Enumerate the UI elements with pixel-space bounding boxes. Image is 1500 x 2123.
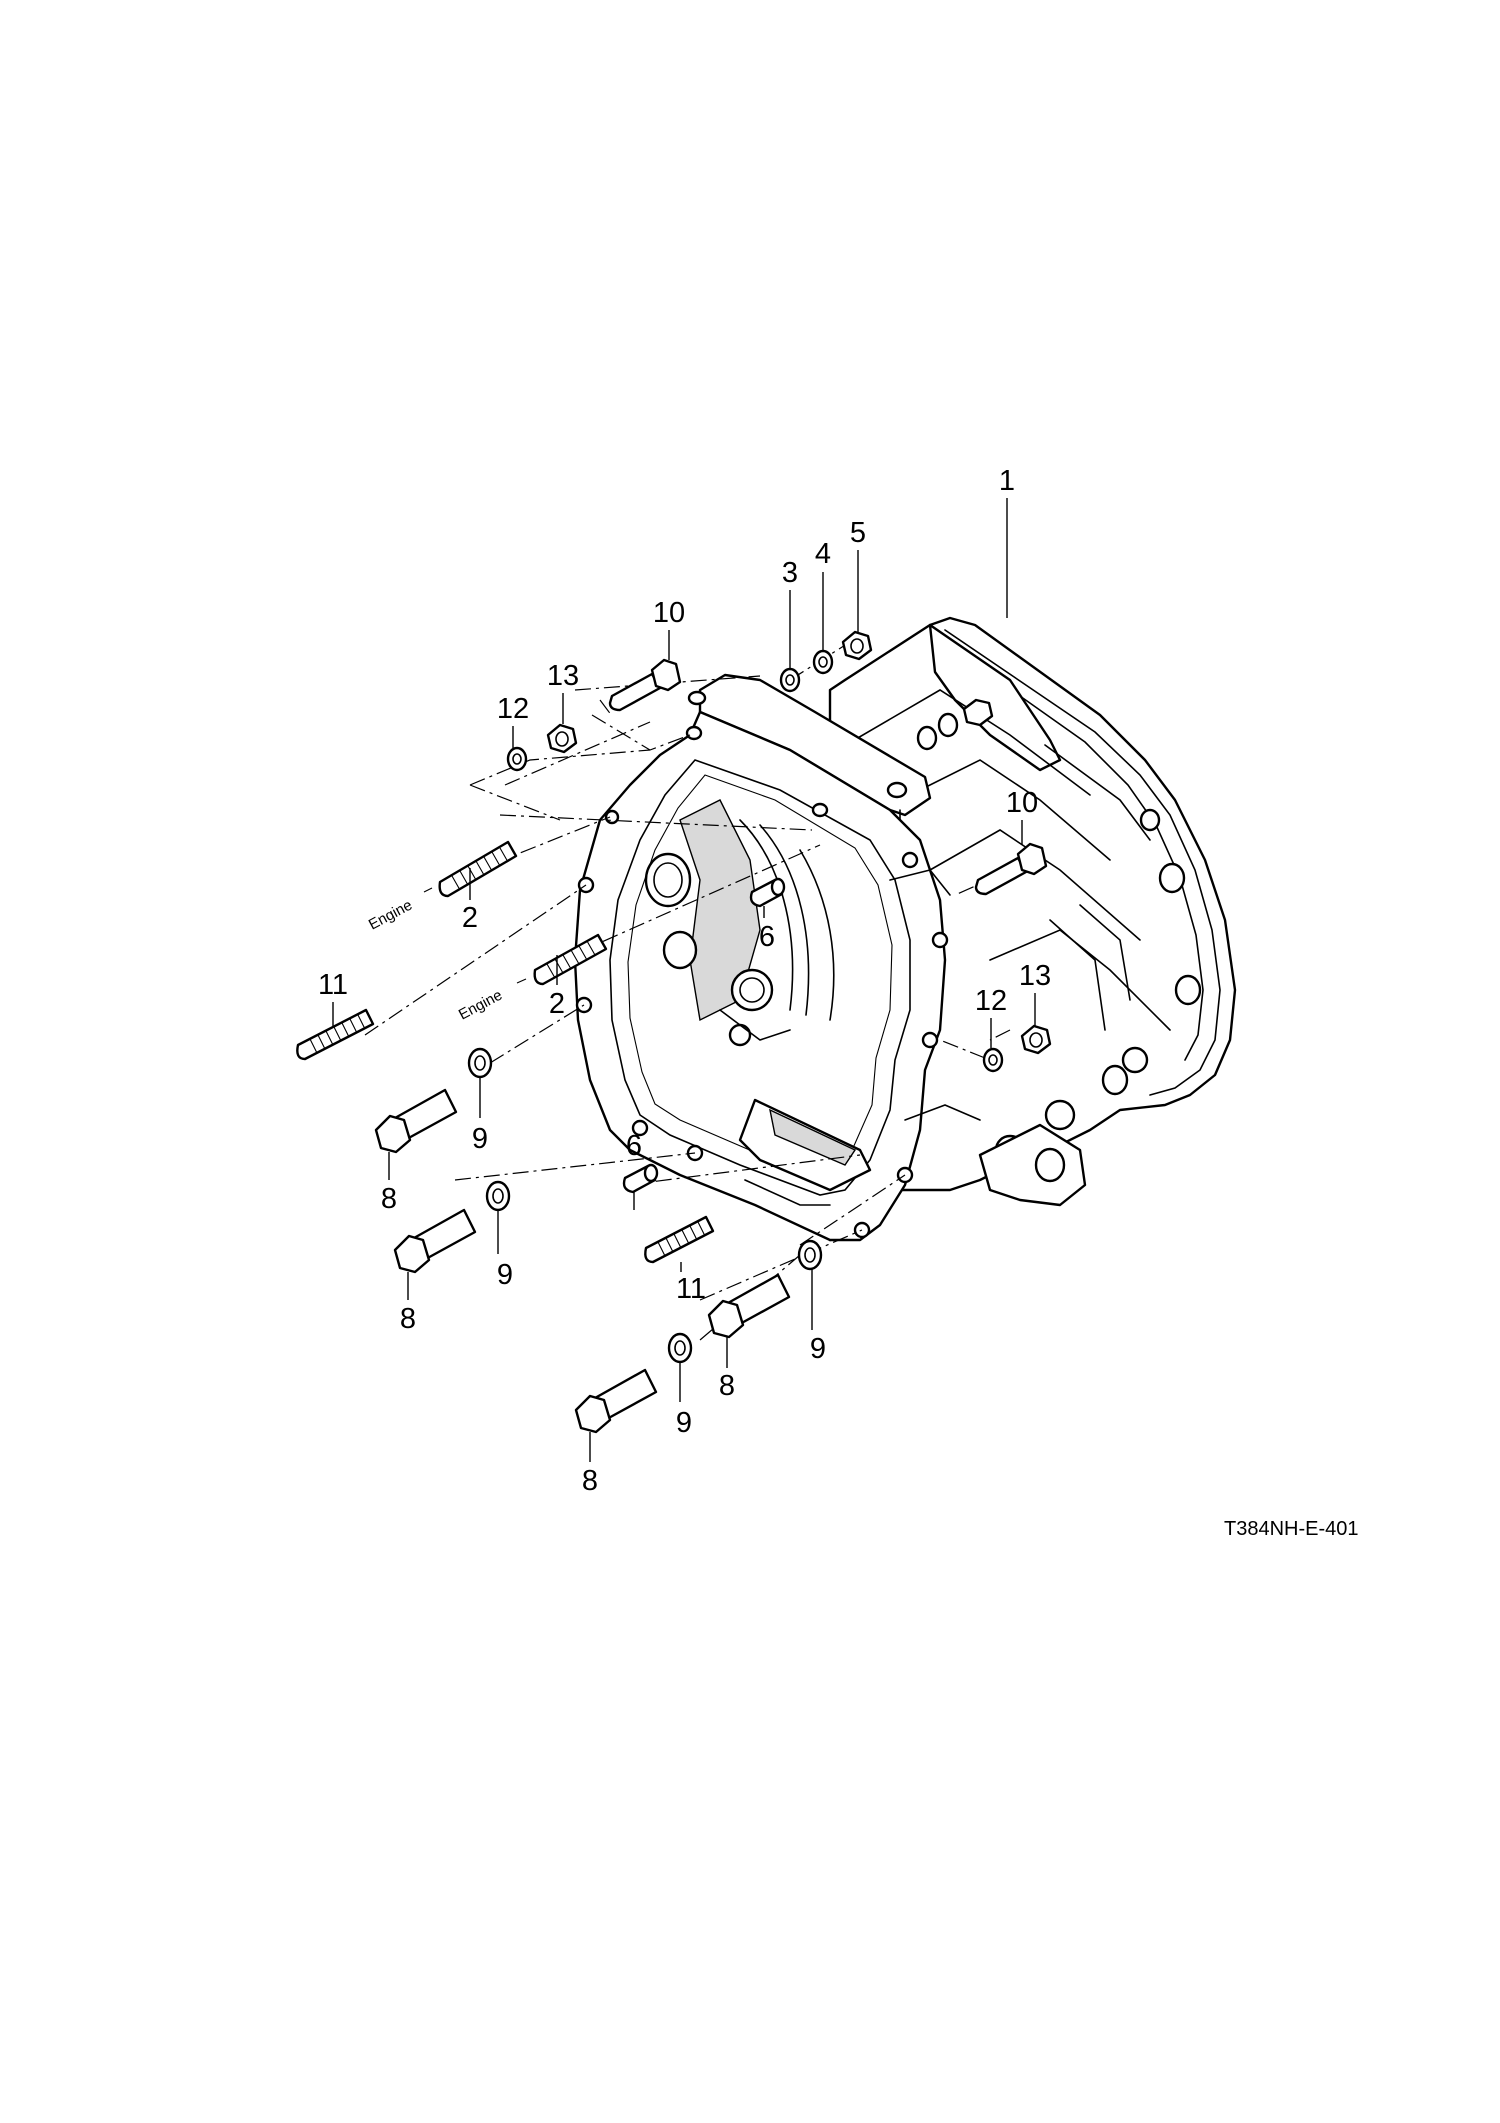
stud-11-center xyxy=(644,1215,715,1264)
callout-13-top: 13 xyxy=(547,660,579,692)
callout-4: 4 xyxy=(815,538,831,570)
nut-13-right xyxy=(1020,1024,1052,1055)
dowel-pin-6-upper xyxy=(749,877,786,908)
callout-8-b: 8 xyxy=(400,1303,416,1335)
stud-11-left xyxy=(296,1008,375,1061)
callout-2-lower: 2 xyxy=(549,988,565,1020)
washer-3 xyxy=(779,667,801,693)
callout-10-right: 10 xyxy=(1006,787,1038,819)
callout-13-right: 13 xyxy=(1019,960,1051,992)
clutch-housing xyxy=(573,616,1237,1242)
callout-9-a: 9 xyxy=(472,1123,488,1155)
engine-label-upper: Engine xyxy=(366,897,415,934)
callout-8-a: 8 xyxy=(381,1183,397,1215)
washer-9-c xyxy=(797,1239,823,1271)
callout-9-b: 9 xyxy=(497,1259,513,1291)
washer-9-b xyxy=(485,1180,511,1212)
stud-2-lower xyxy=(516,933,608,986)
washer-12-right xyxy=(982,1047,1004,1073)
bolt-8-c xyxy=(707,1273,791,1339)
callout-numbers: 1 2 2 3 4 5 6 6 8 8 8 8 9 9 9 9 10 10 11… xyxy=(318,465,1051,1497)
washer-9-a xyxy=(467,1047,493,1079)
installed-nuts xyxy=(916,698,994,751)
callout-9-d: 9 xyxy=(676,1407,692,1439)
stud-2-upper xyxy=(423,840,518,898)
callout-10-top: 10 xyxy=(653,597,685,629)
callout-11-left: 11 xyxy=(318,969,348,1001)
callout-6-lower: 6 xyxy=(626,1130,642,1162)
engine-label-lower: Engine xyxy=(456,987,505,1024)
callout-6-upper: 6 xyxy=(759,921,775,953)
bolt-8-a xyxy=(374,1088,458,1154)
nut-13-top xyxy=(546,723,578,754)
leader-lines xyxy=(332,498,1036,1462)
bolt-8-d xyxy=(574,1368,658,1434)
callout-11-center: 11 xyxy=(676,1273,706,1305)
nut-5 xyxy=(841,630,873,661)
figure-code: T384NH-E-401 xyxy=(1224,1518,1359,1540)
washer-12-top xyxy=(506,746,528,772)
bolt-10-top xyxy=(608,658,682,712)
callout-9-c: 9 xyxy=(810,1333,826,1365)
callout-12-right: 12 xyxy=(975,985,1007,1017)
callout-2-upper: 2 xyxy=(462,902,478,934)
callout-3: 3 xyxy=(782,557,798,589)
bolt-8-b xyxy=(393,1208,477,1274)
bolt-10-right xyxy=(974,842,1048,896)
callout-5: 5 xyxy=(850,517,866,549)
callout-8-d: 8 xyxy=(582,1465,598,1497)
callout-12-top: 12 xyxy=(497,693,529,725)
washer-4 xyxy=(812,649,834,675)
dowel-pin-6-lower xyxy=(622,1163,659,1194)
washer-9-d xyxy=(667,1332,693,1364)
callout-8-c: 8 xyxy=(719,1370,735,1402)
callout-1: 1 xyxy=(999,465,1015,497)
